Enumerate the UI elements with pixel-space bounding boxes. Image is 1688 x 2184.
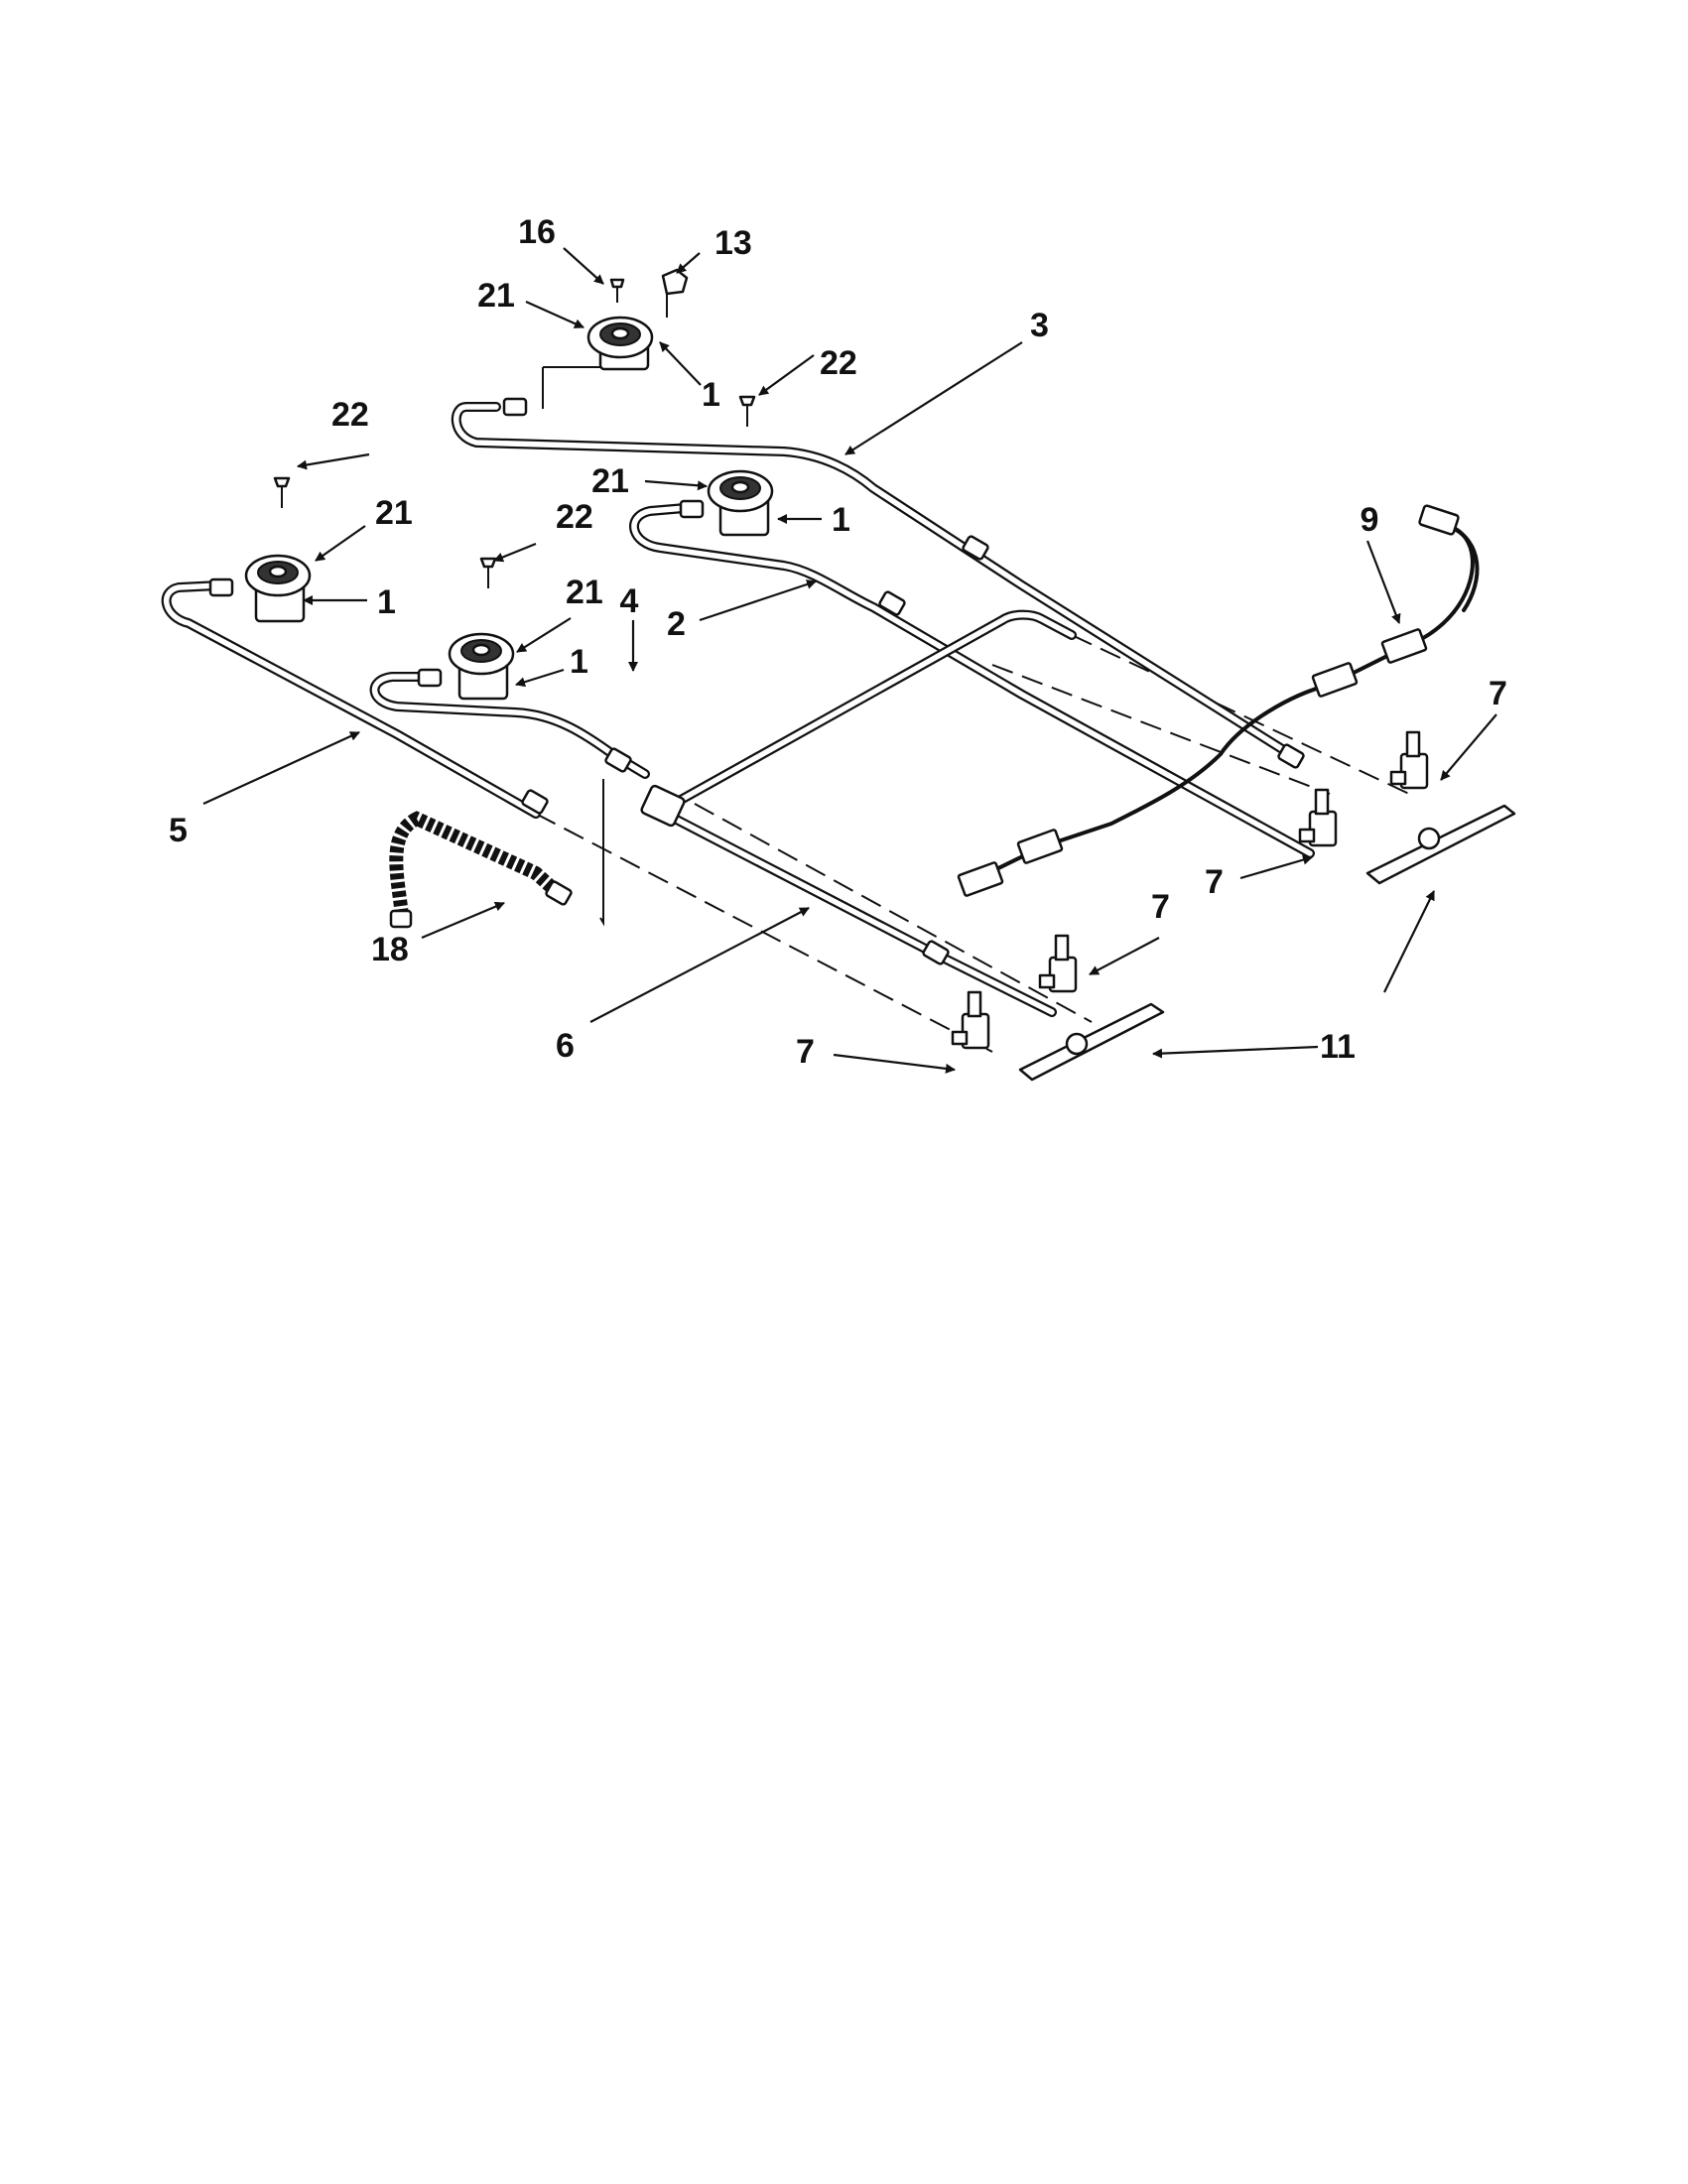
callout-1: 1	[570, 643, 588, 681]
callout-13: 13	[714, 224, 752, 262]
burner-base-icon-rear	[542, 316, 654, 409]
screw-icons	[273, 278, 756, 588]
flex-hose-icon	[389, 779, 604, 929]
callout-18: 18	[371, 931, 409, 968]
knob-rail-icons	[1018, 804, 1516, 1082]
callout-9: 9	[1361, 501, 1379, 539]
callout-3: 3	[1030, 307, 1049, 344]
callout-1: 1	[377, 583, 396, 621]
valve-icons	[951, 730, 1429, 1050]
alignment-lines	[535, 634, 1410, 1053]
callout-6: 6	[556, 1027, 575, 1065]
callout-16: 16	[518, 213, 556, 251]
wire-harness-icon	[957, 504, 1480, 897]
callout-7: 7	[1489, 675, 1507, 712]
leader-arrows	[202, 247, 1497, 1074]
callout-7: 7	[796, 1033, 815, 1071]
callout-22: 22	[820, 344, 857, 382]
burner-base-icon-right-rear	[707, 469, 774, 537]
callout-22: 22	[331, 396, 369, 434]
callout-7: 7	[1205, 863, 1224, 901]
gas-tubes	[161, 402, 1315, 1017]
burner-base-icon-left	[244, 554, 312, 623]
callout-2: 2	[667, 605, 686, 643]
callout-22: 22	[556, 498, 593, 536]
callout-11: 11	[1320, 1028, 1356, 1066]
callout-1: 1	[702, 376, 720, 414]
tube-fittings	[208, 397, 1305, 965]
callout-5: 5	[169, 812, 188, 849]
callout-1: 1	[832, 501, 850, 539]
callout-21: 21	[566, 574, 603, 611]
callout-labels: 16 13 21 3 22 1 22 21 21 1 22 1 21 4 1 2…	[169, 213, 1507, 1071]
callout-7: 7	[1151, 888, 1170, 926]
callout-21: 21	[375, 494, 413, 532]
callout-21: 21	[477, 277, 515, 315]
manifold-fitting-icon	[640, 784, 686, 828]
burner-base-icon-front	[448, 632, 515, 701]
electrode-clip-icon	[661, 268, 689, 318]
callout-21: 21	[591, 462, 629, 500]
callout-4: 4	[620, 582, 639, 620]
